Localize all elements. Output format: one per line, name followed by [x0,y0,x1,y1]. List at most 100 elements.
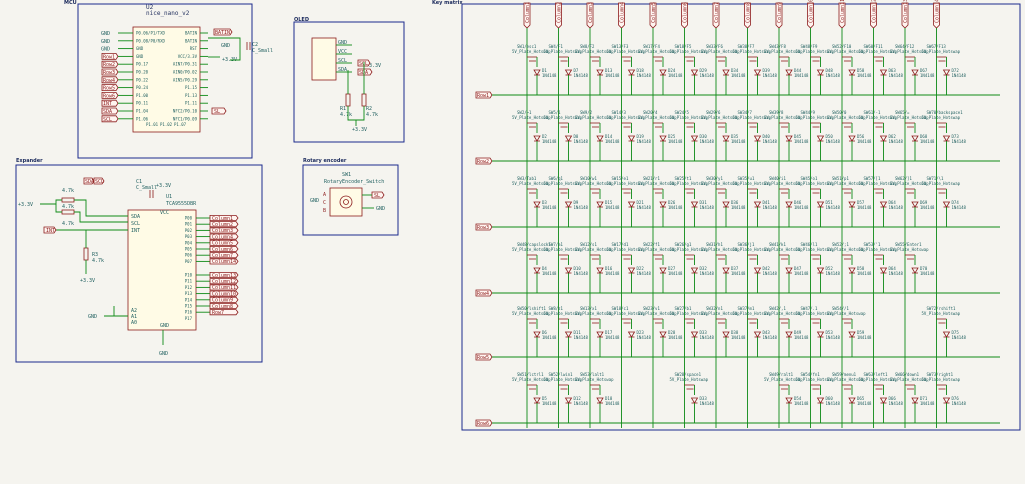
exp-gnd-pin: GND [160,323,169,329]
exp-column-tag-10: Column11 [212,285,236,291]
switch-ref: SW4/F1 [549,44,564,49]
switch-ref: SW41/k1 [769,242,786,247]
exp-column-tag-14: Row7 [212,310,224,316]
rotary-pin-a: A [323,192,326,198]
oled-supply-label: +3.3V [366,63,381,69]
switch-ref: SW52/lwin1 [549,372,574,377]
switch-type: 5V_Plate_Hotswap [575,377,614,382]
exp-port-11: P13 [185,291,193,296]
switch-type: 5V_Plate_Hotswap [512,311,551,316]
switch-type: 5V_Plate_Hotswap [544,247,583,252]
column-tag-3: Column4 [618,2,625,29]
mcu-cap-part: C_Small [252,48,273,54]
rotary-gnd2: GND [376,206,385,212]
diode-icon [848,135,856,142]
diode-icon [785,201,793,208]
switch-type: 5V_Plate_Hotswap [827,247,866,252]
diode-ref: D34 [731,68,739,73]
row-tag-3 [475,289,493,297]
switch-type: 5V_Plate_Hotswap [607,181,646,186]
keymatrix-section-title: Key matrix [432,0,463,6]
row-label-0: Row1 [477,93,489,99]
mcu-left-net-2: GND [101,47,110,53]
exp-body [127,209,197,331]
exp-port-2: P02 [185,228,193,233]
switch-ref: SW53/'1 [864,242,881,247]
diode-ref: D45 [794,134,802,139]
switch-ref: SW26/g1 [675,242,692,247]
oled-scl-label: SCL [359,61,368,67]
mcu-left-net-7: Row5 [103,86,115,92]
row-label-2: Row3 [477,225,489,231]
diode-ref: D22 [637,266,645,271]
exp-port-3: P03 [185,234,193,239]
diode-icon [816,397,825,404]
diode-icon [785,69,793,76]
rotary-block: SW1 RotaryEncoder_Switch A C B GND SL GN… [310,172,385,217]
switch-type: 5V_Plate_Hotswap [701,115,740,120]
diode-icon [596,201,604,208]
mcu-tag-9 [101,99,119,107]
diode-icon [816,331,825,338]
switch-ref: SW9/2 [580,110,593,115]
exp-column-tag-6: Column7 [212,253,233,259]
row-label-1: Row2 [477,159,489,165]
switch-ref: SW42/,1 [769,306,786,311]
diode-icon [785,135,793,142]
diode-type: 1N4148 [605,139,620,144]
mcu-tag-4 [101,60,119,68]
switch-ref: SW17/d1 [612,242,629,247]
diode-ref: D64 [889,200,897,205]
diode-icon [564,135,573,142]
diode-icon [942,201,951,208]
mcu-left-signal-1: P0.08/P0/RXD [136,38,165,43]
switch-ref: SW72/rshift1 [927,306,956,311]
switch-ref: SW57/[1 [864,176,881,181]
switch-type: 5V_Plate_Hotswap [638,115,677,120]
switch-ref: SW36/j1 [738,242,755,247]
rotary-knob-icon [339,195,353,209]
switch-type: 5V_Plate_Hotswap [701,247,740,252]
diode-type: 1N4148 [700,401,715,406]
switch-ref: SW46/l1 [801,242,818,247]
diode-icon [942,135,951,142]
column-label-11: Column12 [871,0,877,23]
rotary-pin-c: C [323,200,326,206]
column-label-5: Column6 [682,2,688,23]
diode-type: 1N4148 [889,139,904,144]
diode-ref: D48 [826,68,834,73]
oled-r2-ref: R2 [366,106,372,112]
switch-type: 5V_Plate_Hotswap [764,115,803,120]
switch-ref: SW55/Enter1 [895,242,922,247]
diode-ref: D71 [920,396,928,401]
switch-type: 5V_Plate_Hotswap [512,247,551,252]
mcu-left-signal-9: P0.11 [136,101,149,106]
diode-ref: D19 [637,134,645,139]
mcu-section-title: MCU [64,0,77,6]
diode-ref: D42 [763,266,771,271]
diode-icon [879,69,888,76]
switch-type: 5V_Plate_Hotswap [764,247,803,252]
diode-ref: D44 [794,68,802,73]
diode-ref: D2 [542,134,547,139]
exp-scl-tag [93,177,105,185]
switch-type: 5V_Plate_Hotswap [796,311,835,316]
oled-r2 [361,93,367,107]
exp-r-val-3: 4.7k [62,221,74,227]
diode-type: 1N4148 [605,401,620,406]
exp-port-15: P17 [185,316,193,321]
oled-net-supply: +3.3V [352,127,367,133]
switch-type: 5V_Plate_Hotswap [512,49,551,54]
switch-type: 5V_Plate_Hotswap [638,311,677,316]
row-tag-5 [475,419,493,427]
switch-ref: SW6/q1 [549,176,564,181]
mcu-right-signal-4: AIN7/P0.31 [173,62,198,67]
exp-bottom-gnd: GND [159,351,168,357]
